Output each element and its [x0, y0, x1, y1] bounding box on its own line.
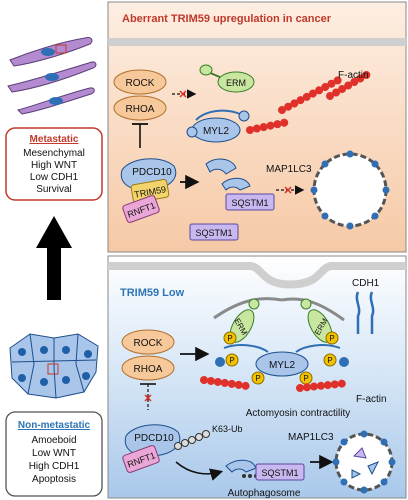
sqstm1-node-a: [225, 193, 275, 211]
myl2-label-low: MYL2: [269, 360, 296, 371]
progression-arrow: [36, 216, 72, 300]
factin-filaments: [246, 71, 371, 134]
myl2-node-low: [255, 351, 309, 377]
k63-ubiquitin-chain: [174, 430, 210, 450]
factin-label-low: F-actin: [356, 394, 387, 405]
rhoa-node-low: [121, 355, 175, 381]
erm-node: [217, 71, 255, 93]
metastatic-line-4: Survival: [36, 184, 72, 195]
nonmetastatic-box: [5, 411, 103, 497]
bottom-panel-title: TRIM59 Low: [120, 287, 185, 299]
erm-label: ERM: [226, 78, 246, 88]
block-x-1: ✕: [178, 89, 187, 101]
sqstm1-node-low: [255, 463, 305, 481]
svg-text:P: P: [303, 374, 308, 383]
metastatic-line-2: High WNT: [31, 160, 77, 171]
top-panel-title: Aberrant TRIM59 upregulation in cancer: [122, 13, 332, 25]
autophagosome-label: Autophagosome: [228, 488, 301, 499]
svg-text:P: P: [329, 334, 334, 343]
rock-node: [113, 69, 167, 95]
phospho-sites: P P P P P P: [223, 331, 339, 385]
svg-text:P: P: [255, 374, 260, 383]
rhoa-label: RHOA: [126, 104, 155, 115]
rnft1-node-low: [122, 445, 160, 473]
map1lc3-label-low: MAP1LC3: [288, 432, 334, 443]
nonmetastatic-line-4: Apoptosis: [32, 474, 76, 485]
k63-label: K63-Ub: [212, 424, 243, 434]
epithelial-cluster-illustration: [9, 333, 99, 399]
rnft1-node: [122, 195, 160, 223]
metastatic-line-1: Mesenchymal: [23, 148, 85, 159]
nonmetastatic-title: Non-metastatic: [18, 420, 91, 431]
cdh1-receptors: [355, 291, 375, 334]
metastatic-box: [5, 127, 103, 201]
bottom-panel: TRIM59 Low CDH1 ROCK RHOA ✕ ERM ERM P P …: [107, 255, 407, 499]
myl2-label: MYL2: [203, 126, 230, 137]
arrow-to-sqstm1-low: [175, 461, 224, 481]
svg-text:P: P: [229, 356, 234, 365]
left-column: Metastatic Mesenchymal High WNT Low CDH1…: [5, 37, 103, 497]
sqstm1-node-b: [189, 223, 239, 241]
top-panel: Aberrant TRIM59 upregulation in cancer R…: [107, 1, 407, 253]
map1lc3-label: MAP1LC3: [266, 164, 312, 175]
cdh1-label: CDH1: [352, 278, 380, 289]
autophagosome-illustration: [332, 430, 396, 494]
svg-text:P: P: [227, 334, 232, 343]
sqstm1-label-low: SQSTM1: [261, 468, 298, 478]
factin-filaments-low: [200, 376, 346, 392]
phagophore-ring: [310, 150, 390, 230]
contractility-label: Actomyosin contractility: [246, 408, 350, 419]
nonmetastatic-line-2: Low WNT: [32, 448, 76, 459]
sqstm1-label-a: SQSTM1: [231, 198, 268, 208]
svg-text:P: P: [327, 356, 332, 365]
mesenchymal-cells-illustration: [7, 37, 97, 115]
pdcd10-label: PDCD10: [132, 167, 172, 178]
sqstm1-label-b: SQSTM1: [195, 228, 232, 238]
rhoa-node: [113, 95, 167, 121]
factin-label: F-actin: [338, 70, 369, 81]
pdcd10-label-low: PDCD10: [134, 433, 174, 444]
nonmetastatic-line-1: Amoeboid: [31, 435, 76, 446]
metastatic-title: Metastatic: [30, 134, 79, 145]
rock-label-low: ROCK: [134, 338, 163, 349]
metastatic-line-3: Low CDH1: [30, 172, 79, 183]
block-x-3: ✕: [143, 393, 152, 405]
rock-label: ROCK: [126, 78, 155, 89]
rock-node-low: [121, 329, 175, 355]
rhoa-label-low: RHOA: [134, 364, 163, 375]
block-x-2: ✕: [283, 185, 292, 197]
nonmetastatic-line-3: High CDH1: [29, 461, 80, 472]
